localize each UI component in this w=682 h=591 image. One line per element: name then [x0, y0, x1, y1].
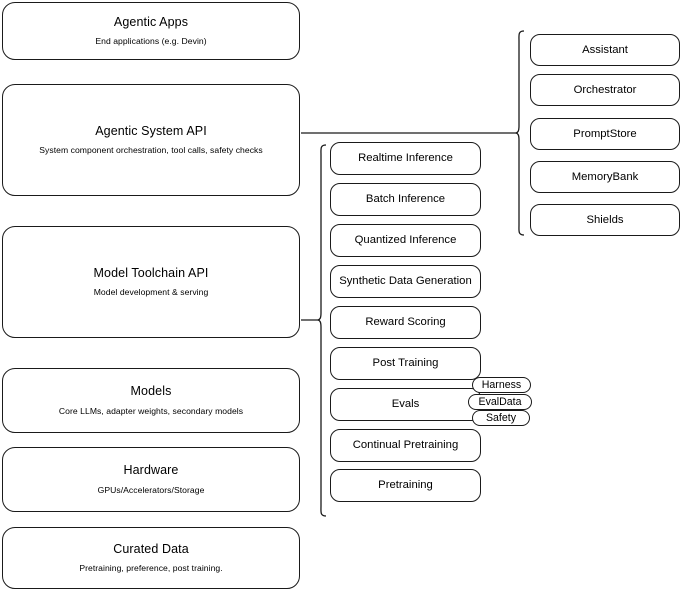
component-orchestrator[interactable]: Orchestrator [530, 74, 680, 106]
layer-agentic-system-api[interactable]: Agentic System API System component orch… [2, 84, 300, 196]
brace-toolchain-components [317, 144, 327, 517]
component-label: Pretraining [378, 479, 433, 492]
component-reward-scoring[interactable]: Reward Scoring [330, 306, 481, 339]
layer-subtitle: End applications (e.g. Devin) [95, 36, 207, 47]
component-label: MemoryBank [571, 170, 639, 183]
layer-title: Models [130, 384, 172, 399]
pill-label: EvalData [478, 395, 522, 408]
layer-subtitle: System component orchestration, tool cal… [39, 145, 263, 156]
component-label: Evals [391, 398, 420, 411]
component-assistant[interactable]: Assistant [530, 34, 680, 66]
layer-title: Agentic System API [95, 123, 207, 138]
component-label: Assistant [582, 43, 628, 56]
component-label: Realtime Inference [358, 152, 453, 165]
component-quantized-inference[interactable]: Quantized Inference [330, 224, 481, 257]
component-evals[interactable]: Evals [330, 388, 481, 421]
component-synthetic-data-generation[interactable]: Synthetic Data Generation [330, 265, 481, 298]
component-post-training[interactable]: Post Training [330, 347, 481, 380]
layer-model-toolchain-api[interactable]: Model Toolchain API Model development & … [2, 226, 300, 338]
component-batch-inference[interactable]: Batch Inference [330, 183, 481, 216]
layer-subtitle: GPUs/Accelerators/Storage [97, 484, 205, 495]
layer-title: Hardware [123, 463, 179, 478]
component-label: PromptStore [573, 127, 637, 140]
component-label: Post Training [372, 357, 439, 370]
component-memorybank[interactable]: MemoryBank [530, 161, 680, 193]
component-label: Synthetic Data Generation [339, 275, 472, 288]
component-pretraining[interactable]: Pretraining [330, 469, 481, 502]
layer-subtitle: Model development & serving [93, 287, 209, 298]
layer-models[interactable]: Models Core LLMs, adapter weights, secon… [2, 368, 300, 433]
layer-subtitle: Pretraining, preference, post training. [79, 563, 223, 574]
component-label: Quantized Inference [354, 234, 457, 247]
layer-subtitle: Core LLMs, adapter weights, secondary mo… [58, 405, 244, 416]
layer-curated-data[interactable]: Curated Data Pretraining, preference, po… [2, 527, 300, 589]
component-label: Reward Scoring [365, 316, 446, 329]
component-realtime-inference[interactable]: Realtime Inference [330, 142, 481, 175]
pill-safety[interactable]: Safety [472, 410, 530, 426]
layer-hardware[interactable]: Hardware GPUs/Accelerators/Storage [2, 447, 300, 512]
component-continual-pretraining[interactable]: Continual Pretraining [330, 429, 481, 462]
layer-title: Agentic Apps [113, 14, 189, 29]
pill-evaldata[interactable]: EvalData [468, 394, 532, 410]
component-label: Shields [586, 213, 624, 226]
pill-label: Safety [485, 411, 517, 424]
component-promptstore[interactable]: PromptStore [530, 118, 680, 150]
pill-harness[interactable]: Harness [472, 377, 531, 393]
layer-title: Model Toolchain API [93, 265, 209, 280]
layer-title: Curated Data [113, 541, 189, 556]
component-label: Continual Pretraining [352, 439, 459, 452]
layer-agentic-apps[interactable]: Agentic Apps End applications (e.g. Devi… [2, 2, 300, 60]
pill-label: Harness [481, 378, 522, 391]
component-label: Orchestrator [573, 83, 637, 96]
component-label: Batch Inference [365, 193, 446, 206]
component-shields[interactable]: Shields [530, 204, 680, 236]
brace-system-components [515, 30, 525, 236]
